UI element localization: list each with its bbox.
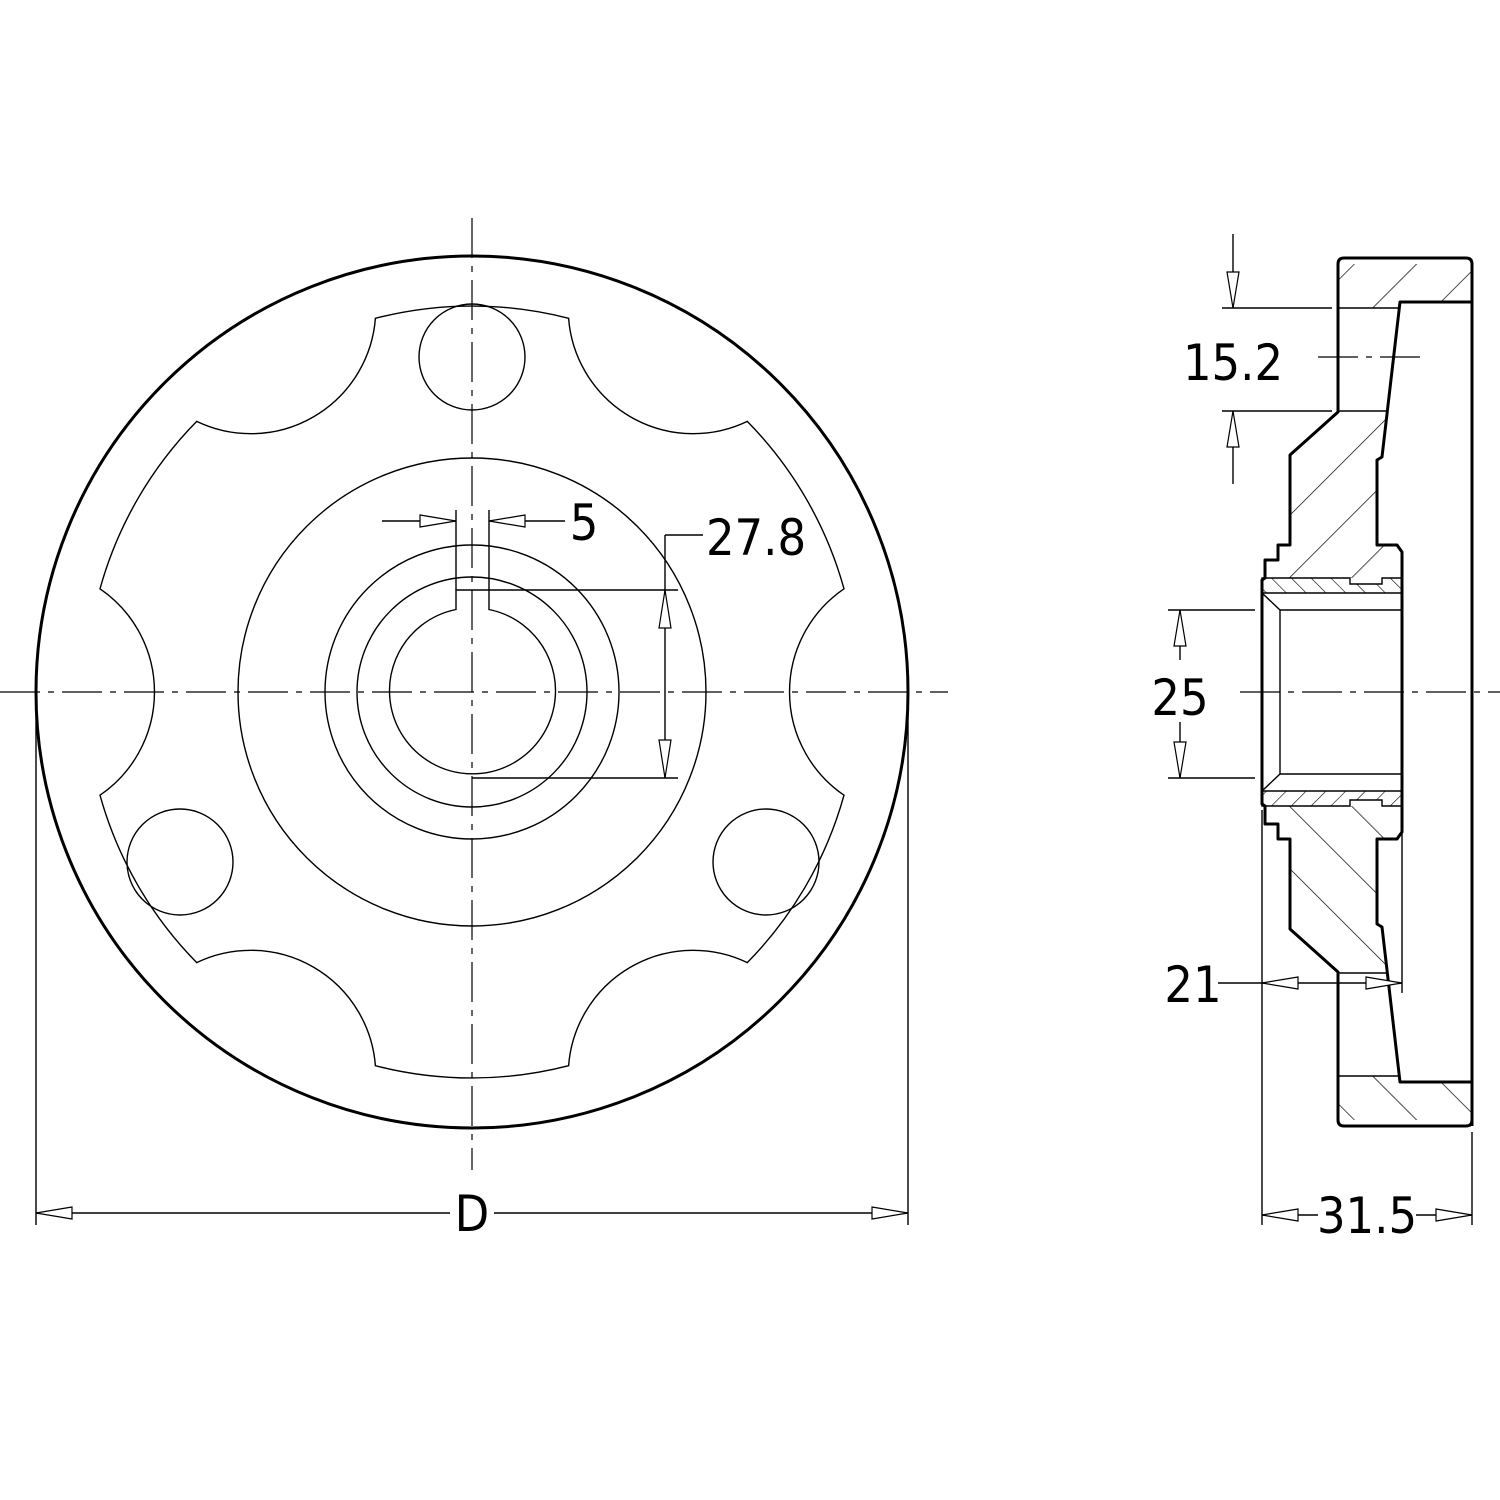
diameter-label: D [455, 1185, 490, 1243]
inner-depth-label: 21 [1164, 956, 1221, 1014]
section-view: 15.2 25 21 31.5 [1151, 234, 1500, 1245]
bore-dimension: 25 [1151, 609, 1255, 779]
bolt-hole-section [1338, 308, 1398, 411]
total-width-dimension: 31.5 [1261, 810, 1473, 1245]
front-view: D 5 27.8 [0, 218, 948, 1243]
inner-depth-dimension: 21 [1164, 692, 1403, 1014]
hole-diameter-label: 15.2 [1183, 334, 1283, 392]
total-width-label: 31.5 [1317, 1187, 1417, 1245]
section-upper-half [1260, 256, 1474, 692]
keyway-width-dimension: 5 [382, 494, 598, 590]
keyway-width-label: 5 [570, 494, 599, 552]
mounting-hole-bottom-left [126, 808, 234, 916]
diameter-dimension: D [35, 700, 909, 1243]
sleeve-section [1261, 577, 1403, 594]
bore-label: 25 [1151, 669, 1208, 727]
keyway-depth-dimension: 27.8 [472, 509, 806, 779]
bore-chamfer [1261, 592, 1402, 692]
hole-diameter-dimension: 15.2 [1183, 234, 1332, 484]
keyway-depth-label: 27.8 [706, 509, 806, 567]
flange-outline [1260, 256, 1474, 692]
mounting-hole-bottom-right [712, 808, 820, 916]
keyed-bore [388, 589, 557, 775]
scalloped-flange-plate [99, 305, 845, 1079]
flange-section [1265, 264, 1472, 578]
